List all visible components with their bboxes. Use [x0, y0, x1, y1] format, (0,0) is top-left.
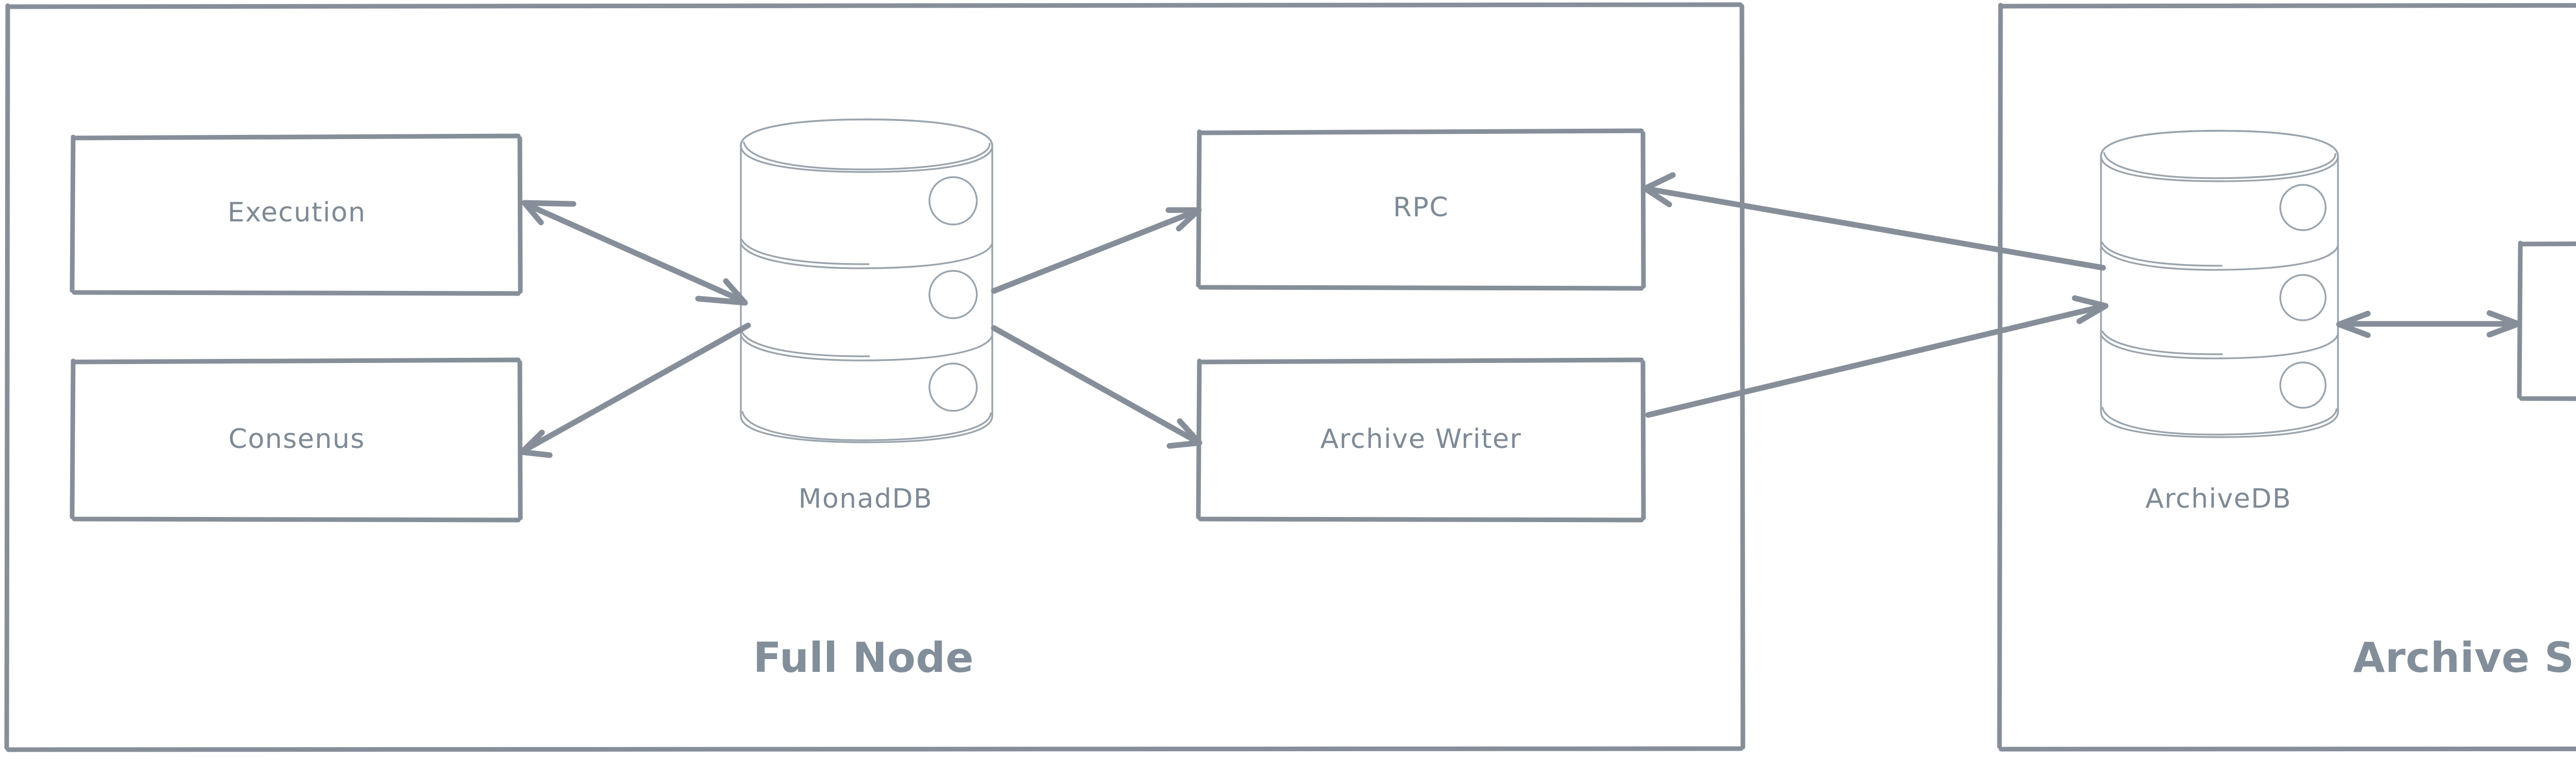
- monaddb-indicator-circle-1: [928, 176, 978, 226]
- consensus-box-border: [70, 357, 523, 523]
- archive-server-panel-title: Archive Server: [2353, 634, 2576, 682]
- monaddb-band-divider-2: [740, 334, 993, 361]
- monaddb-top-ellipse-sketch: [743, 142, 991, 170]
- indexer-box-border: [2517, 240, 2576, 401]
- node-indexer[interactable]: Indexer: [2517, 240, 2576, 401]
- archive-writer-archivedb-arrowhead: [2072, 295, 2109, 324]
- connector-archivedb-rpc: [1642, 172, 2106, 271]
- execution-monaddb-arrowhead-left: [521, 200, 577, 226]
- connector-monaddb-archive-writer: [991, 325, 1202, 449]
- archivedb-band-divider-1b: [2101, 241, 2223, 267]
- connector-archivedb-indexer: [2336, 310, 2521, 338]
- connector-archive-writer-archivedb: [1645, 295, 2109, 418]
- node-monaddb[interactable]: MonadDB: [740, 118, 993, 514]
- archivedb-indicator-circle-1: [2279, 184, 2327, 231]
- archive-server-panel-border: [1997, 3, 2576, 752]
- archivedb-indicator-circle-3: [2279, 361, 2327, 409]
- monaddb-archive-writer-line: [991, 325, 1199, 444]
- node-archivedb[interactable]: ArchiveDB: [2100, 130, 2339, 514]
- consensus-label: Consenus: [228, 424, 365, 455]
- monaddb-label: MonadDB: [799, 483, 933, 514]
- rpc-label: RPC: [1393, 192, 1449, 223]
- archivedb-label: ArchiveDB: [2145, 483, 2292, 514]
- monaddb-band-divider-2b: [741, 332, 870, 357]
- monaddb-band-divider-1: [740, 242, 993, 269]
- monaddb-top-ellipse: [740, 118, 993, 173]
- monaddb-cylinder-body: [740, 118, 993, 443]
- archive-writer-label: Archive Writer: [1320, 424, 1522, 455]
- execution-monaddb-arrowhead-right: [695, 278, 748, 306]
- archivedb-indicator-circle-2: [2279, 274, 2327, 321]
- archivedb-band-divider-2b: [2102, 331, 2223, 355]
- panel-archive-server: [1997, 3, 2576, 752]
- full-node-panel-title: Full Node: [753, 634, 974, 682]
- node-execution[interactable]: Execution: [70, 133, 523, 296]
- monaddb-consensus-arrowhead: [519, 429, 553, 458]
- execution-monaddb-line: [523, 201, 745, 304]
- archivedb-cylinder-body: [2100, 130, 2339, 438]
- monaddb-bottom-arc: [741, 411, 992, 441]
- monaddb-band-divider-1b: [741, 239, 870, 265]
- monaddb-rpc-arrowhead: [1165, 207, 1202, 232]
- archivedb-rpc-arrowhead: [1642, 172, 1676, 207]
- execution-label: Execution: [228, 197, 366, 228]
- connector-execution-monaddb: [521, 200, 748, 306]
- node-rpc[interactable]: RPC: [1196, 128, 1646, 291]
- monaddb-indicator-circle-2: [928, 270, 978, 319]
- execution-box-border: [70, 133, 523, 296]
- archive-writer-box-border: [1196, 357, 1646, 523]
- archivedb-band-divider-2: [2100, 333, 2339, 359]
- monaddb-archive-writer-arrowhead: [1166, 418, 1202, 449]
- connector-monaddb-consensus: [519, 322, 751, 458]
- archivedb-top-ellipse-sketch: [2103, 152, 2336, 179]
- archivedb-top-ellipse: [2100, 130, 2339, 182]
- rpc-box-border: [1196, 128, 1646, 291]
- archivedb-rpc-line: [1645, 186, 2106, 271]
- connector-monaddb-rpc: [991, 207, 1202, 294]
- node-consensus[interactable]: Consenus: [70, 357, 523, 523]
- archive-writer-archivedb-line: [1645, 303, 2106, 418]
- full-node-panel-border: [4, 2, 1745, 752]
- panel-full-node: [4, 2, 1745, 752]
- archivedb-band-divider-1: [2100, 245, 2339, 271]
- node-archive-writer[interactable]: Archive Writer: [1196, 357, 1646, 523]
- monaddb-rpc-line: [991, 208, 1199, 294]
- archivedb-indexer-arrowhead-right: [2486, 310, 2521, 338]
- monaddb-consensus-line: [521, 322, 751, 454]
- archivedb-indexer-arrowhead-left: [2336, 310, 2371, 338]
- monaddb-indicator-circle-3: [928, 362, 978, 412]
- archivedb-bottom-arc: [2102, 407, 2337, 436]
